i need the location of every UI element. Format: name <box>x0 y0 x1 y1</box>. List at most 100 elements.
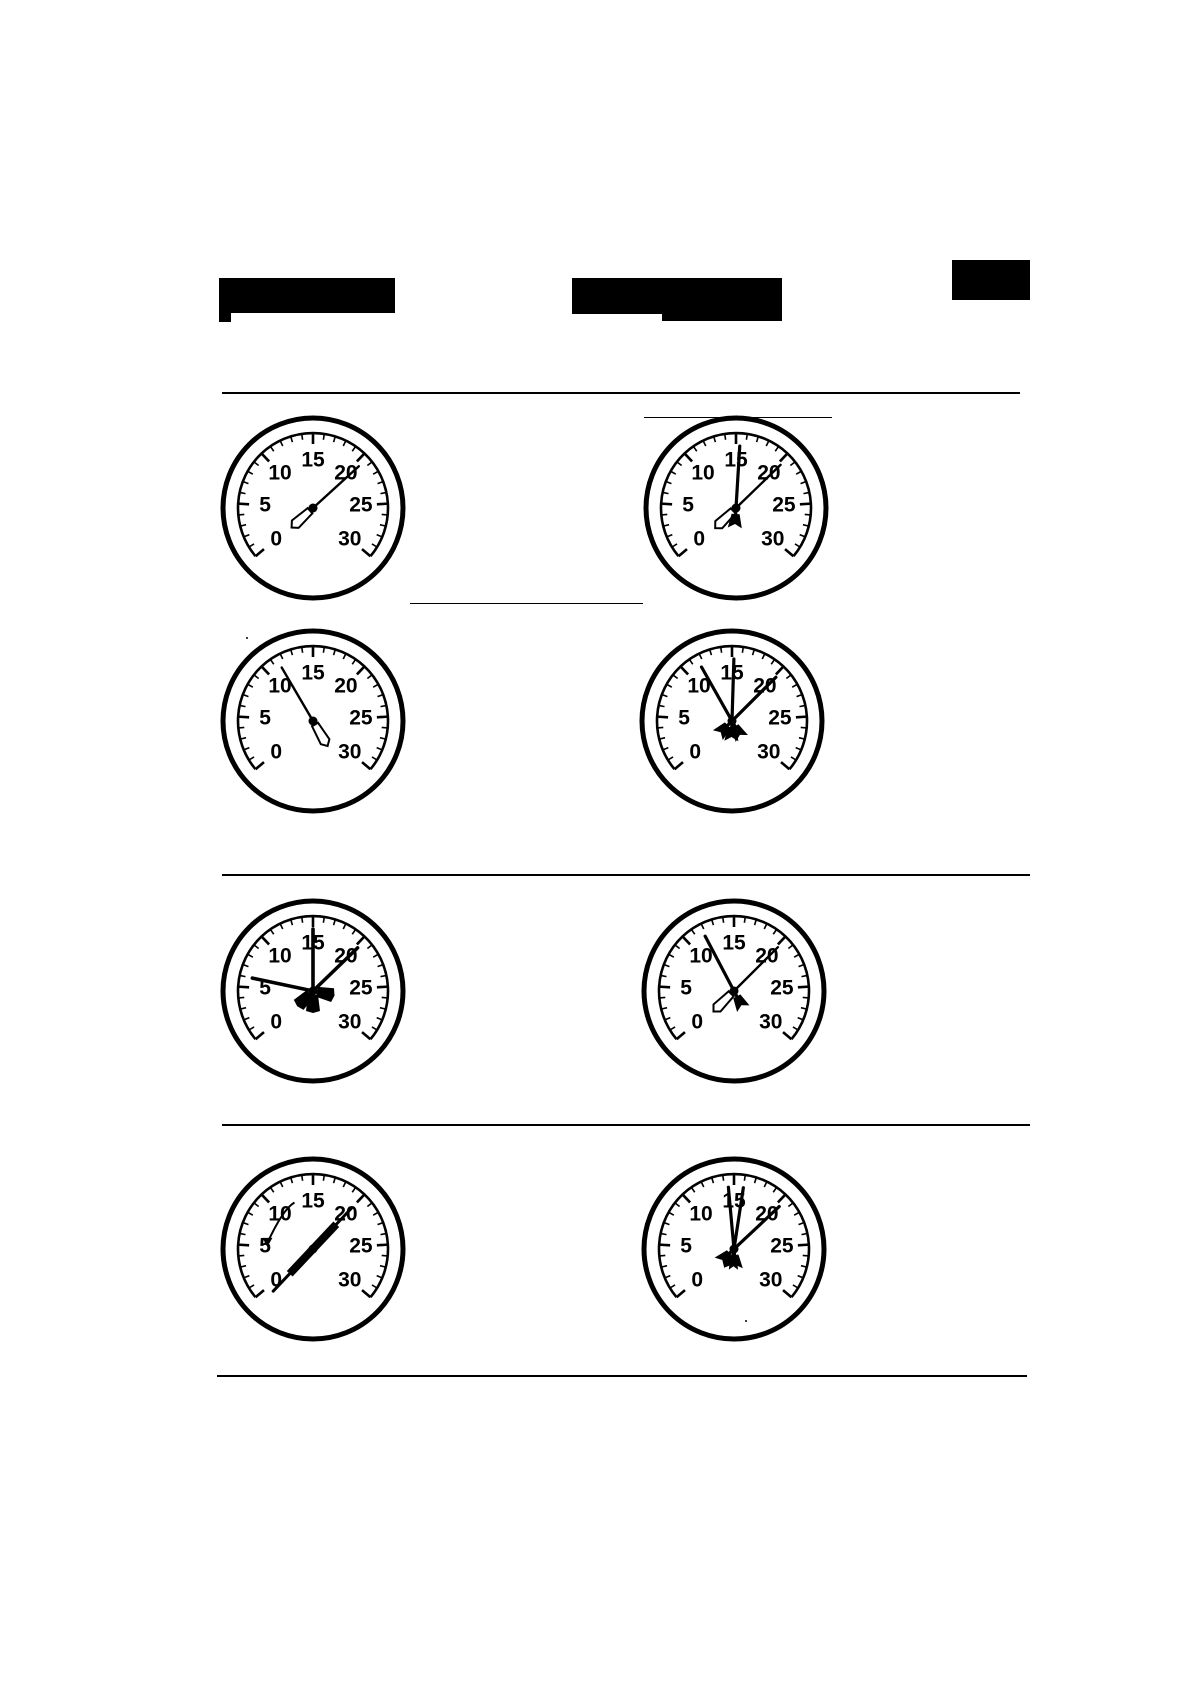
gauge-hub <box>308 716 318 726</box>
gauge-major-tick <box>376 715 388 719</box>
gauge-minor-tick <box>253 1202 260 1208</box>
gauge-minor-tick <box>377 963 384 968</box>
gauge-minor-tick <box>377 1221 384 1226</box>
gauge-major-tick <box>778 452 789 463</box>
gauge-minor-tick <box>239 704 246 708</box>
gauge-scale-label: 25 <box>768 707 792 730</box>
gauge-major-tick <box>795 715 807 719</box>
redacted-page-number-block <box>952 260 1030 300</box>
gauge-minor-tick <box>719 646 723 653</box>
gauge-minor-tick <box>248 1284 255 1289</box>
gauge-minor-tick <box>279 440 284 447</box>
gauge-scale-label: 0 <box>270 527 282 550</box>
gauge-minor-tick <box>755 436 760 443</box>
gauge-hand-tail <box>714 1250 733 1268</box>
gauge-minor-tick <box>761 653 766 660</box>
gauge-minor-tick <box>376 533 383 538</box>
gauge-major-tick <box>679 665 690 676</box>
gauge-scale-label: 0 <box>270 740 282 763</box>
gauge-minor-tick <box>242 1221 249 1226</box>
gauge-minor-tick <box>322 1174 326 1181</box>
gauge-minor-tick <box>712 436 717 443</box>
gauge-minor-tick <box>802 996 809 999</box>
gauge-minor-tick <box>289 436 294 443</box>
gauge-minor-tick <box>802 523 809 527</box>
gauge-hub <box>308 1244 318 1254</box>
gauge-hand <box>732 946 780 993</box>
gauge-minor-tick <box>774 445 780 452</box>
gauge-minor-tick <box>379 523 386 527</box>
gauge-minor-tick <box>787 944 794 950</box>
gauge-scale-label: 15 <box>301 449 325 472</box>
gauge-minor-tick <box>269 928 275 935</box>
gauge-major-tick <box>673 761 684 771</box>
gauge-minor-tick <box>741 646 745 653</box>
gauge-scale-label: 0 <box>270 1268 282 1291</box>
gauge-minor-tick <box>238 1254 245 1257</box>
gauge-minor-tick <box>763 1181 768 1188</box>
gauge-hub <box>731 503 741 513</box>
gauge-minor-tick <box>371 543 378 548</box>
gauge-hub <box>308 986 318 996</box>
gauge-major-tick <box>355 1193 366 1204</box>
gauge-minor-tick <box>247 1211 254 1216</box>
gauge-minor-tick <box>667 756 674 761</box>
gauge-minor-tick <box>243 533 250 538</box>
gauge-minor-tick <box>379 1264 386 1268</box>
gauge-minor-tick <box>300 1174 304 1181</box>
gauge-minor-tick <box>702 440 707 447</box>
gauge-scale-label: 10 <box>268 945 291 968</box>
gauge-minor-tick <box>801 974 808 978</box>
gauge-minor-tick <box>351 1186 357 1193</box>
gauge-minor-tick <box>800 1006 807 1010</box>
gauge-major-tick <box>254 548 265 558</box>
gauge-scale-label: 10 <box>689 1203 712 1226</box>
gauge-minor-tick <box>371 756 378 761</box>
gauge-minor-tick <box>723 433 727 440</box>
gauge-scale-label: 25 <box>349 494 373 517</box>
gauge-minor-tick <box>253 944 260 950</box>
gauge-minor-tick <box>662 491 669 495</box>
gauge-minor-tick <box>380 1232 387 1236</box>
gauge-minor-tick <box>669 1026 676 1031</box>
gauge-major-tick <box>376 985 388 989</box>
gauge-minor-tick <box>269 1186 275 1193</box>
gauge-minor-tick <box>660 1232 667 1236</box>
gauge-minor-tick <box>792 1284 799 1289</box>
gauge-minor-tick <box>657 726 664 729</box>
gauge-minor-tick <box>804 513 811 516</box>
gauge-minor-tick <box>242 480 249 485</box>
gauge-minor-tick <box>238 513 245 516</box>
gauge-scale-label: 25 <box>349 977 373 1000</box>
gauge-minor-tick <box>289 919 294 926</box>
gauge-major-tick <box>780 761 791 771</box>
gauge-major-tick <box>260 935 271 946</box>
gauge-major-tick <box>776 1193 787 1204</box>
gauge-minor-tick <box>800 726 807 729</box>
gauge-minor-tick <box>243 1274 250 1279</box>
gauge-minor-tick <box>793 1211 800 1216</box>
gauge-major-tick <box>681 935 692 946</box>
gauge-major-tick <box>361 548 372 558</box>
gauge-major-tick <box>254 1031 265 1041</box>
gauge-scale-label: 0 <box>691 1010 703 1033</box>
gauge-major-tick <box>260 1193 271 1204</box>
gauge-minor-tick <box>247 470 254 475</box>
gauge-major-tick <box>782 1289 793 1299</box>
gauge-major-tick <box>260 452 271 463</box>
redacted-header-block-center-tail <box>662 310 782 321</box>
gauge-scale-label: 30 <box>338 527 361 550</box>
gauge-hub <box>729 1244 739 1254</box>
gauge-minor-tick <box>300 433 304 440</box>
gauge-minor-tick <box>795 746 802 751</box>
gauge-minor-tick <box>371 1284 378 1289</box>
gauge-minor-tick <box>743 1174 747 1181</box>
gauge-minor-tick <box>300 646 304 653</box>
gauge-minor-tick <box>745 433 749 440</box>
gauge-scale-label: 5 <box>680 977 692 1000</box>
gauge-scale-label: 25 <box>772 494 796 517</box>
